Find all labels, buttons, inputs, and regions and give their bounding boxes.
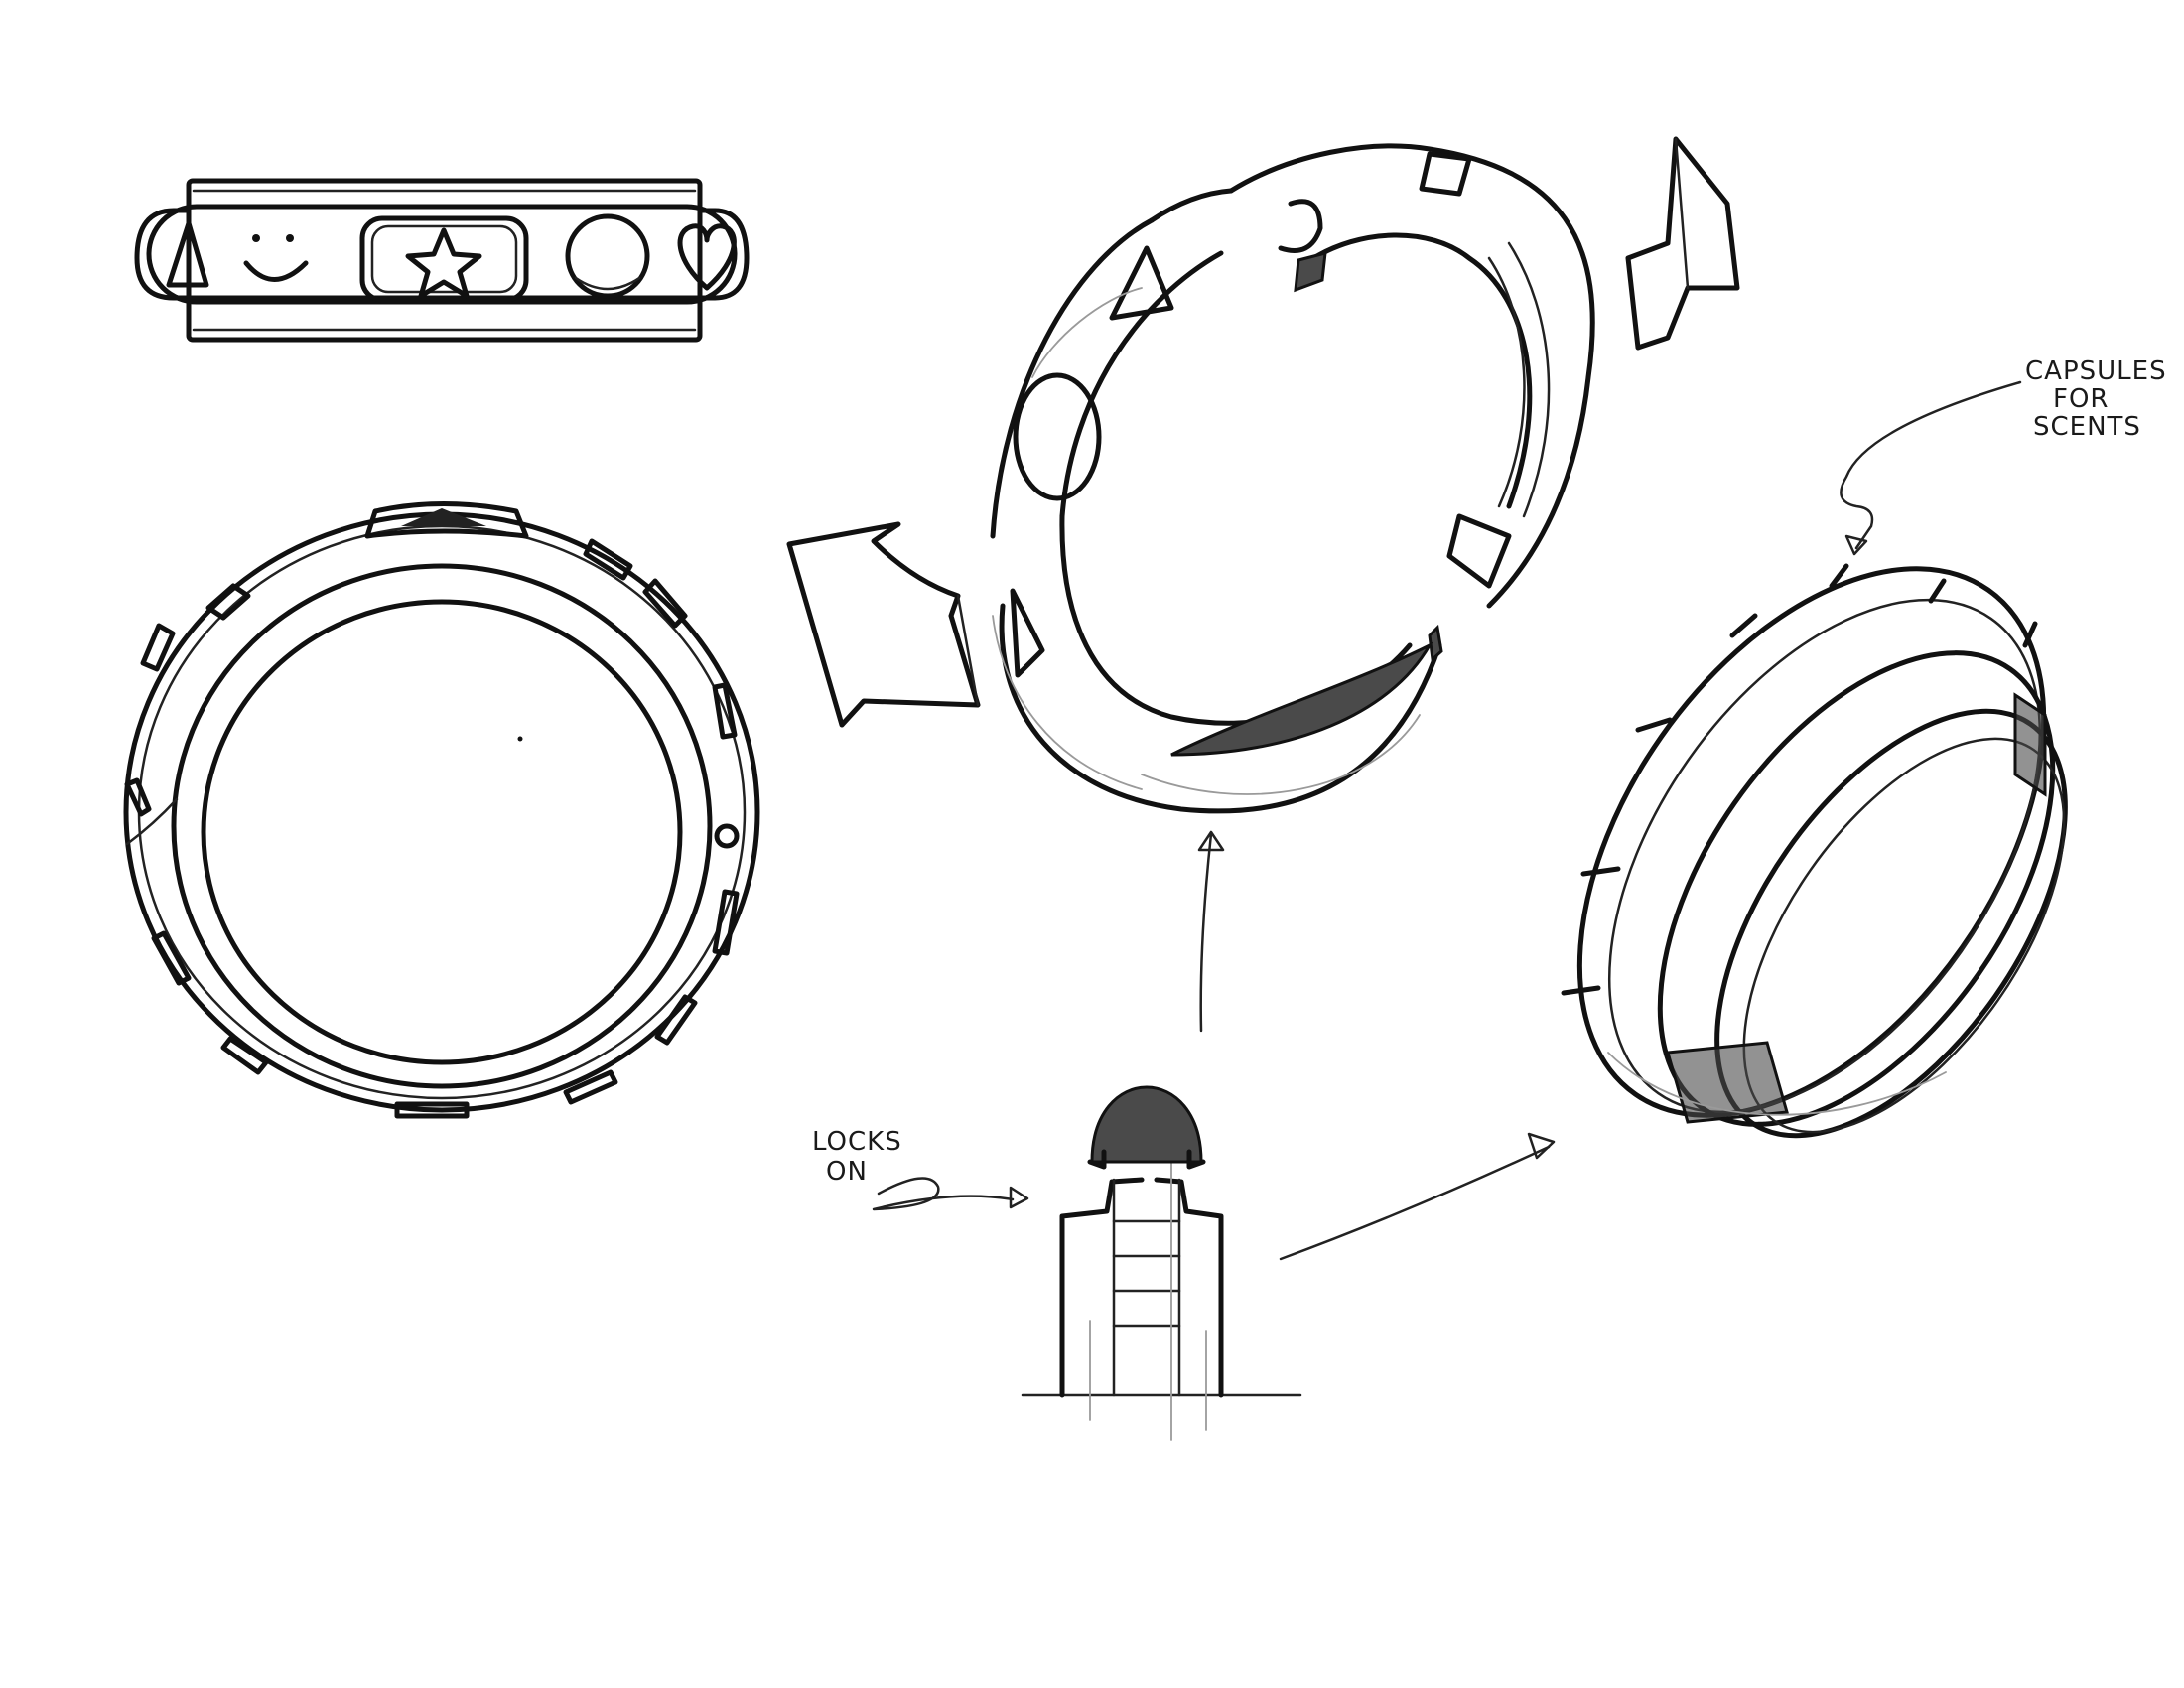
star-icon	[359, 215, 529, 303]
ring-open-perspective	[990, 143, 1595, 814]
lock-cross-section	[1021, 1085, 1302, 1441]
capsules-label-line3: SCENTS	[2033, 412, 2141, 442]
heart-icon	[677, 223, 737, 291]
smiley-icon	[243, 234, 309, 282]
ring-band-top-view	[134, 178, 750, 343]
locks-on-leader	[872, 1177, 1029, 1211]
triangle-icon	[166, 220, 209, 288]
rotation-arrow-right	[1625, 136, 1740, 351]
locks-label-line1: LOCKS	[812, 1127, 902, 1157]
arrow-to-closed-ring	[1279, 1132, 1556, 1261]
arrow-up-to-open-ring	[1197, 830, 1225, 1033]
capsules-label-line1: CAPSULES	[2025, 356, 2167, 386]
locks-label-line2: ON	[826, 1157, 868, 1187]
circle-icon	[565, 213, 650, 299]
capsules-leader	[1840, 380, 2022, 556]
capsules-label-line2: FOR	[2053, 384, 2110, 414]
rotation-arrow-left	[786, 521, 981, 728]
ring-closed-perspective	[1561, 563, 2068, 1139]
ring-front-view	[123, 501, 760, 1119]
